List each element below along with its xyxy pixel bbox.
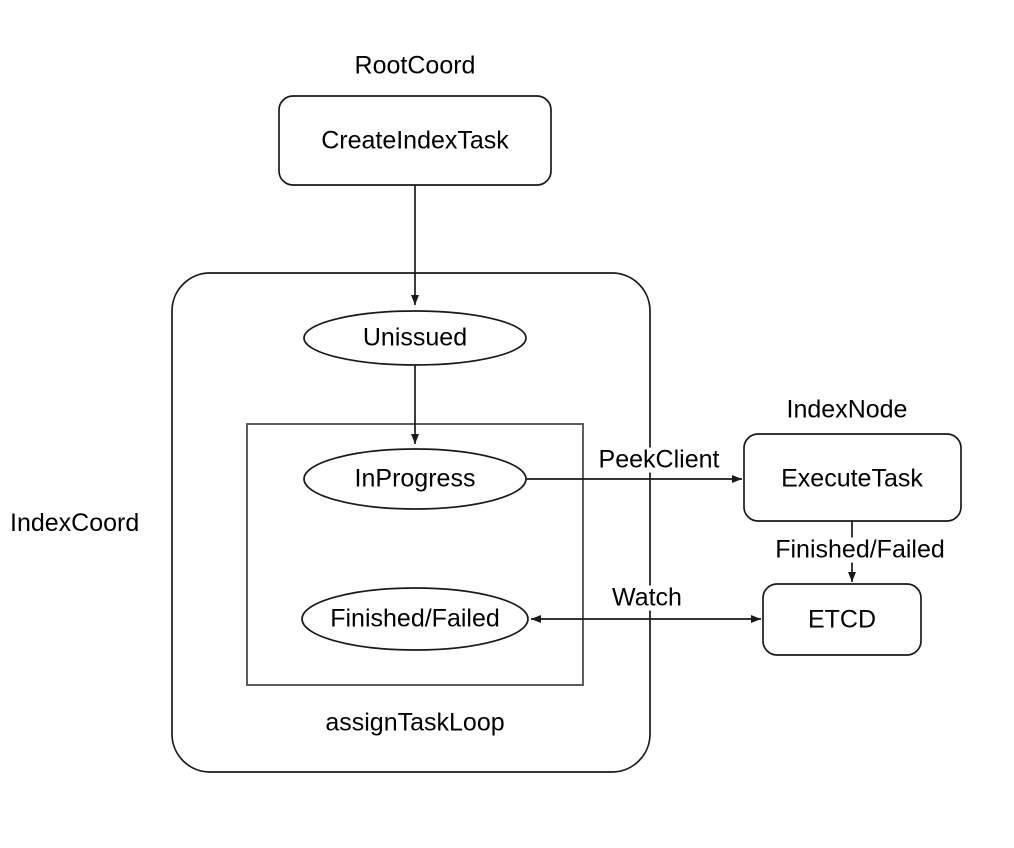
edge-label-finished-failed: Finished/Failed xyxy=(772,537,948,563)
node-label-etcd[interactable]: ETCD xyxy=(807,605,877,634)
node-label-in-progress[interactable]: InProgress xyxy=(354,464,476,493)
group-index-coord-container xyxy=(171,272,651,773)
group-label-root-coord: RootCoord xyxy=(354,51,476,80)
group-label-assign-task-loop: assignTaskLoop xyxy=(325,708,505,737)
node-label-create-index-task[interactable]: CreateIndexTask xyxy=(321,126,509,155)
group-label-index-node: IndexNode xyxy=(786,395,908,424)
group-label-index-coord: IndexCoord xyxy=(10,509,140,537)
edge-label-watch: Watch xyxy=(609,585,685,611)
node-label-execute-task[interactable]: ExecuteTask xyxy=(781,464,923,493)
edge-label-peek-client: PeekClient xyxy=(595,447,723,473)
node-label-unissued[interactable]: Unissued xyxy=(362,323,468,352)
node-label-finished-failed-state[interactable]: Finished/Failed xyxy=(330,604,500,633)
node-finished-failed-state-shape[interactable] xyxy=(301,587,529,651)
node-etcd-shape[interactable] xyxy=(762,583,922,656)
